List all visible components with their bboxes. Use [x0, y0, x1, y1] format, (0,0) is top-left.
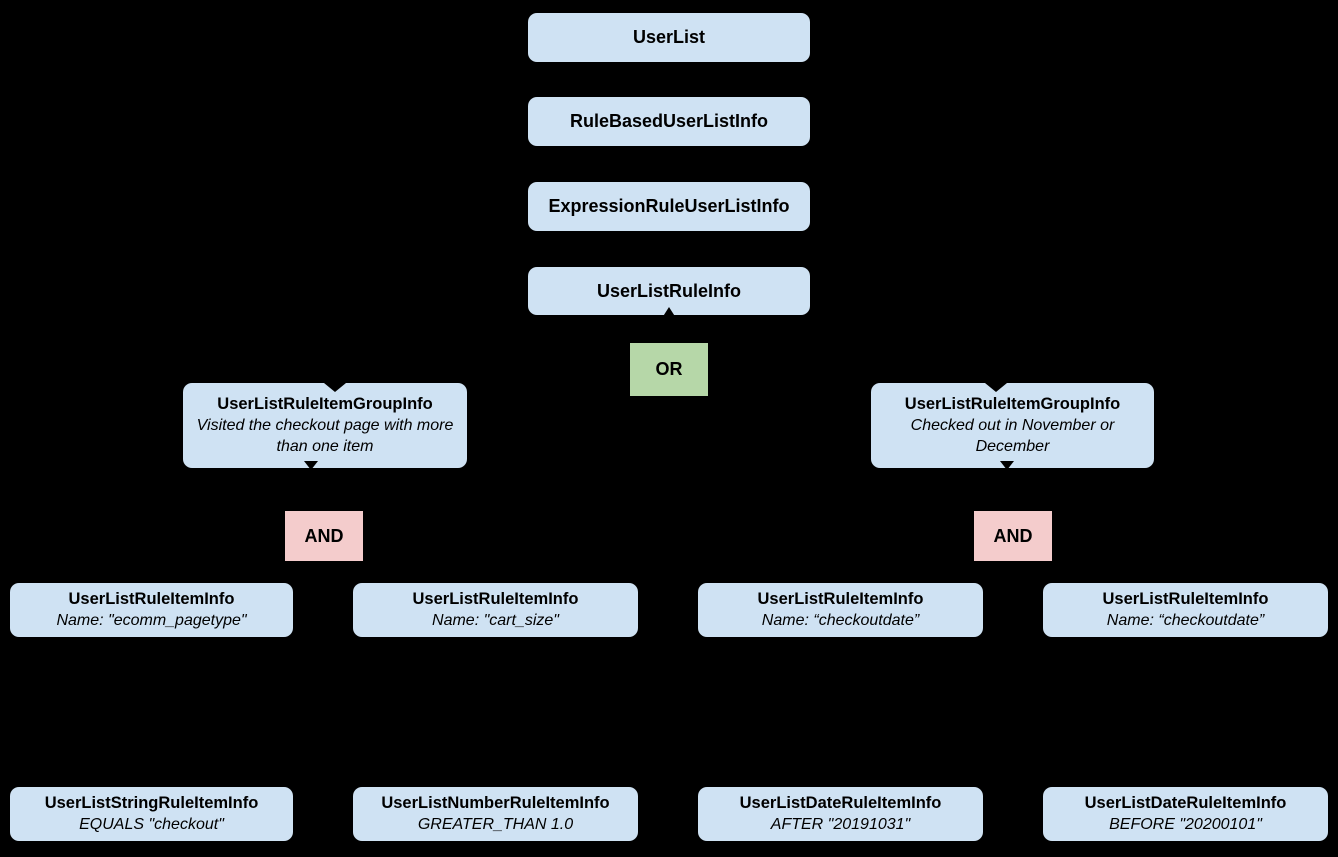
ruleitem-desc: Name: “checkoutdate”: [761, 612, 920, 629]
or-operator: OR: [630, 343, 708, 396]
node-dateruleitem-before: UserListDateRuleItemInfo BEFORE "2020010…: [1043, 787, 1328, 841]
group-left-title: UserListRuleItemGroupInfo: [217, 395, 433, 413]
leaf-title: UserListDateRuleItemInfo: [1084, 794, 1287, 812]
node-ruleitem-checkoutdate-1: UserListRuleItemInfo Name: “checkoutdate…: [698, 583, 983, 637]
node-rulebaseduserlistinfo: RuleBasedUserListInfo: [528, 97, 810, 146]
arrowhead-icon: [324, 383, 346, 392]
node-dateruleitem-after: UserListDateRuleItemInfo AFTER "20191031…: [698, 787, 983, 841]
and-operator-left: AND: [285, 511, 363, 561]
group-left-desc: Visited the checkout page with more than…: [196, 417, 454, 455]
and-operator-right: AND: [974, 511, 1052, 561]
node-ruleitem-checkoutdate-2: UserListRuleItemInfo Name: “checkoutdate…: [1043, 583, 1328, 637]
node-group-left: UserListRuleItemGroupInfo Visited the ch…: [183, 383, 467, 468]
arrowhead-icon: [662, 307, 676, 318]
ruleitem-desc: Name: "ecomm_pagetype": [56, 612, 247, 629]
ruleitem-title: UserListRuleItemInfo: [412, 590, 579, 608]
group-right-desc: Checked out in November or December: [910, 417, 1115, 455]
arrowhead-icon: [1000, 461, 1014, 470]
node-group-right: UserListRuleItemGroupInfo Checked out in…: [871, 383, 1154, 468]
group-right-title: UserListRuleItemGroupInfo: [904, 395, 1121, 413]
ruleitem-desc: Name: "cart_size": [432, 612, 559, 629]
leaf-title: UserListDateRuleItemInfo: [739, 794, 942, 812]
leaf-desc: AFTER "20191031": [770, 816, 911, 833]
node-userlist: UserList: [528, 13, 810, 62]
leaf-desc: EQUALS "checkout": [79, 816, 224, 833]
leaf-desc: BEFORE "20200101": [1109, 816, 1262, 833]
ruleitem-desc: Name: “checkoutdate”: [1106, 612, 1265, 629]
ruleitem-title: UserListRuleItemInfo: [68, 590, 235, 608]
arrowhead-icon: [985, 383, 1007, 392]
leaf-title: UserListStringRuleItemInfo: [44, 794, 259, 812]
ruleitem-title: UserListRuleItemInfo: [1102, 590, 1269, 608]
node-ruleitem-cart-size: UserListRuleItemInfo Name: "cart_size": [353, 583, 638, 637]
node-numberruleitem: UserListNumberRuleItemInfo GREATER_THAN …: [353, 787, 638, 841]
node-stringruleitem: UserListStringRuleItemInfo EQUALS "check…: [10, 787, 293, 841]
node-expressionruleuserlistinfo: ExpressionRuleUserListInfo: [528, 182, 810, 231]
leaf-desc: GREATER_THAN 1.0: [417, 816, 574, 833]
arrowhead-icon: [304, 461, 318, 470]
node-ruleitem-ecomm-pagetype: UserListRuleItemInfo Name: "ecomm_pagety…: [10, 583, 293, 637]
ruleitem-title: UserListRuleItemInfo: [757, 590, 924, 608]
leaf-title: UserListNumberRuleItemInfo: [381, 794, 610, 812]
